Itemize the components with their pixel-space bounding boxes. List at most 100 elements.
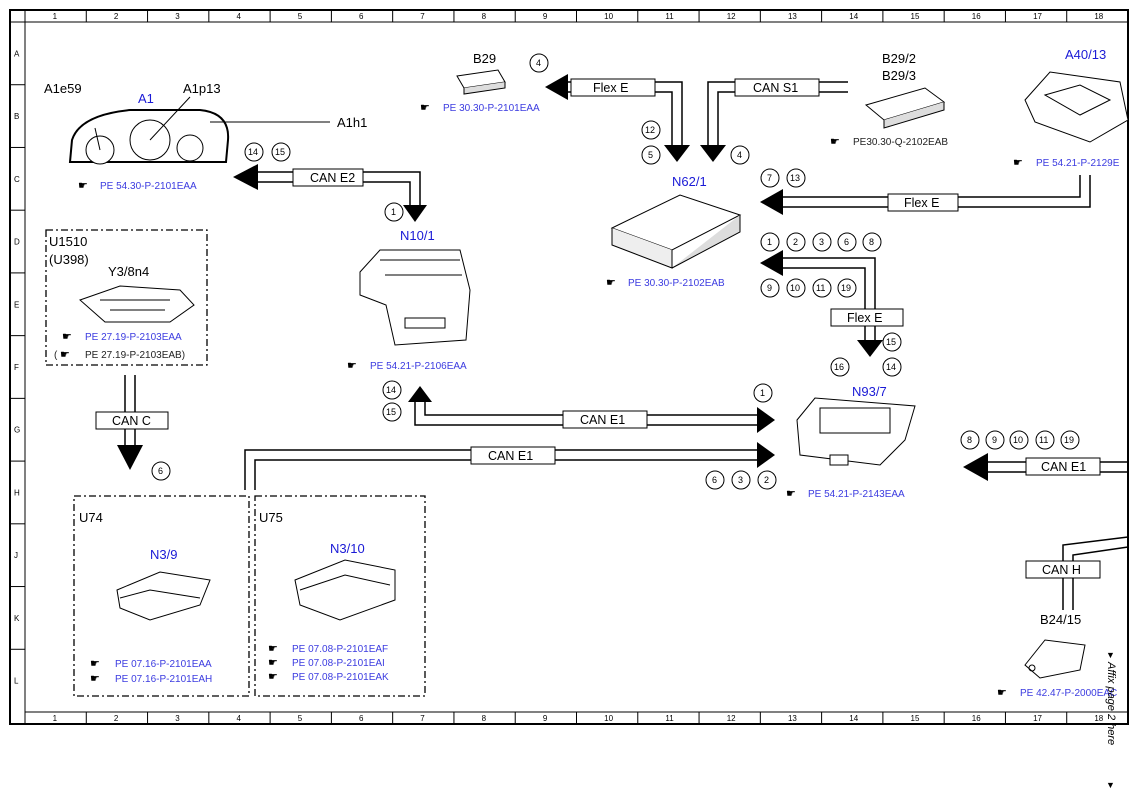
grid-row-label: F [14, 363, 19, 372]
a1-ref-icon: ☛ [78, 180, 88, 192]
u74-group [73, 495, 250, 697]
pin-n62-4: 4 [737, 150, 742, 160]
bus-label-flex-e-mid: Flex E [847, 311, 882, 325]
a1-sub-left-label: A1e59 [44, 81, 82, 96]
y3-8n4-label: Y3/8n4 [108, 264, 149, 279]
n93-7-label: N93/7 [852, 384, 887, 399]
grid-col-label-top: 11 [665, 12, 674, 21]
u1510-ref-b[interactable]: PE 27.19-P-2103EAB) [85, 350, 185, 361]
u75-label: U75 [259, 510, 283, 525]
pin-n62-out-1: 1 [767, 237, 772, 247]
grid-col-label-bottom: 1 [53, 714, 58, 723]
grid-row-label: H [14, 488, 20, 497]
u1510-label: U1510 [49, 234, 87, 249]
pin-right-8: 8 [967, 435, 972, 445]
grid-col-label-bottom: 6 [359, 714, 364, 723]
pin-n62-out-8: 8 [869, 237, 874, 247]
b29-sensor [456, 69, 506, 95]
b24-15-label: B24/15 [1040, 612, 1081, 627]
u75-ref-b[interactable]: PE 07.08-P-2101EAI [292, 658, 385, 669]
n10-1-ref[interactable]: PE 54.21-P-2106EAA [370, 361, 467, 372]
pin-n62-in-10: 10 [790, 283, 800, 293]
grid-row-label: B [14, 112, 19, 121]
bus-label-flex-e-top: Flex E [593, 81, 628, 95]
arrow-n93-can-e1-upper [757, 407, 775, 433]
affix-arrow-top-icon: ▼ [1106, 650, 1115, 660]
b29-2-ref[interactable]: PE30.30-Q-2102EAB [853, 137, 948, 148]
grid-col-label-bottom: 10 [604, 714, 613, 723]
pin-a1-15: 15 [275, 147, 285, 157]
arrow-n10-1 [403, 205, 427, 222]
bus-arrowheads [117, 74, 988, 481]
n10-1-module [359, 249, 471, 346]
grid-col-label-bottom: 11 [665, 714, 674, 723]
arrow-n62-can-s1 [700, 145, 726, 162]
arrow-can-c [117, 445, 143, 470]
pin-n62-in-19: 19 [841, 283, 851, 293]
u74-ref-icon-b: ☛ [90, 673, 100, 685]
grid-col-label-bottom: 12 [727, 714, 736, 723]
grid-row-label: A [14, 49, 20, 58]
grid-col-label-top: 18 [1094, 12, 1103, 21]
grid-row-label: G [14, 426, 20, 435]
arrow-can-e1-right [963, 453, 988, 481]
b29-ref-icon: ☛ [420, 102, 430, 114]
pin-n10-1: 1 [391, 207, 396, 217]
n93-7-ref-icon: ☛ [786, 488, 796, 500]
grid-row-label: L [14, 677, 19, 686]
u74-ref-icon-a: ☛ [90, 658, 100, 670]
a1-ref[interactable]: PE 54.30-P-2101EAA [100, 181, 197, 192]
grid-col-label-top: 7 [420, 12, 425, 21]
u75-ref-a[interactable]: PE 07.08-P-2101EAF [292, 644, 388, 655]
bus-label-can-e1-lower: CAN E1 [488, 449, 533, 463]
grid-col-label-top: 17 [1033, 12, 1042, 21]
a40-13-ref[interactable]: PE 54.21-P-2129E [1036, 158, 1120, 169]
grid-col-label-top: 15 [911, 12, 920, 21]
grid-col-label-bottom: 7 [420, 714, 425, 723]
arrow-n10-can-e1 [408, 386, 432, 402]
grid-col-label-top: 10 [604, 12, 613, 21]
grid-col-label-top: 4 [236, 12, 241, 21]
pin-n93-6: 6 [712, 475, 717, 485]
u1510-group [45, 229, 208, 366]
pin-circles [151, 53, 1080, 490]
n62-1-ref-icon: ☛ [606, 277, 616, 289]
u75-group [254, 495, 426, 697]
grid-col-label-bottom: 15 [911, 714, 920, 723]
pin-n10-15: 15 [386, 407, 396, 417]
n10-1-label: N10/1 [400, 228, 435, 243]
arrow-n62-flex [664, 145, 690, 162]
b29-2-ref-icon: ☛ [830, 136, 840, 148]
b29-ref[interactable]: PE 30.30-P-2101EAA [443, 103, 540, 114]
grid-col-label-bottom: 13 [788, 714, 797, 723]
b29-2-sensor [864, 87, 946, 129]
arrow-n62-flex-mid [760, 250, 783, 276]
grid-col-label-top: 9 [543, 12, 548, 21]
u74-ref-a[interactable]: PE 07.16-P-2101EAA [115, 659, 212, 670]
grid-row-label: E [14, 300, 19, 309]
u75-ref-c[interactable]: PE 07.08-P-2101EAK [292, 672, 389, 683]
n93-7-ref[interactable]: PE 54.21-P-2143EAA [808, 489, 905, 500]
arrow-n62-flex-right [760, 189, 783, 215]
pin-flex-15: 15 [886, 337, 896, 347]
u398-label: (U398) [49, 252, 89, 267]
n3-9-module [116, 571, 211, 621]
bus-labels: CAN E2 Flex E CAN S1 Flex E Flex E CAN C… [95, 78, 1101, 579]
n62-1-ref[interactable]: PE 30.30-P-2102EAB [628, 278, 725, 289]
u75-ref-icon-a: ☛ [268, 643, 278, 655]
y3-8n4-unit [79, 285, 195, 323]
grid-col-label-bottom: 16 [972, 714, 981, 723]
grid-col-label-top: 14 [849, 12, 858, 21]
pin-n62-out-3: 3 [819, 237, 824, 247]
grid-col-label-bottom: 17 [1033, 714, 1042, 723]
pin-n62-out-6: 6 [844, 237, 849, 247]
u74-ref-b[interactable]: PE 07.16-P-2101EAH [115, 674, 212, 685]
pin-a1-14: 14 [248, 147, 258, 157]
b24-15-ref[interactable]: PE 42.47-P-2000EAC [1020, 688, 1117, 699]
u1510-ref-a[interactable]: PE 27.19-P-2103EAA [85, 332, 182, 343]
arrow-b29 [545, 74, 568, 100]
u1510-ref-paren: ( [54, 350, 58, 361]
bus-label-flex-e-right: Flex E [904, 196, 939, 210]
